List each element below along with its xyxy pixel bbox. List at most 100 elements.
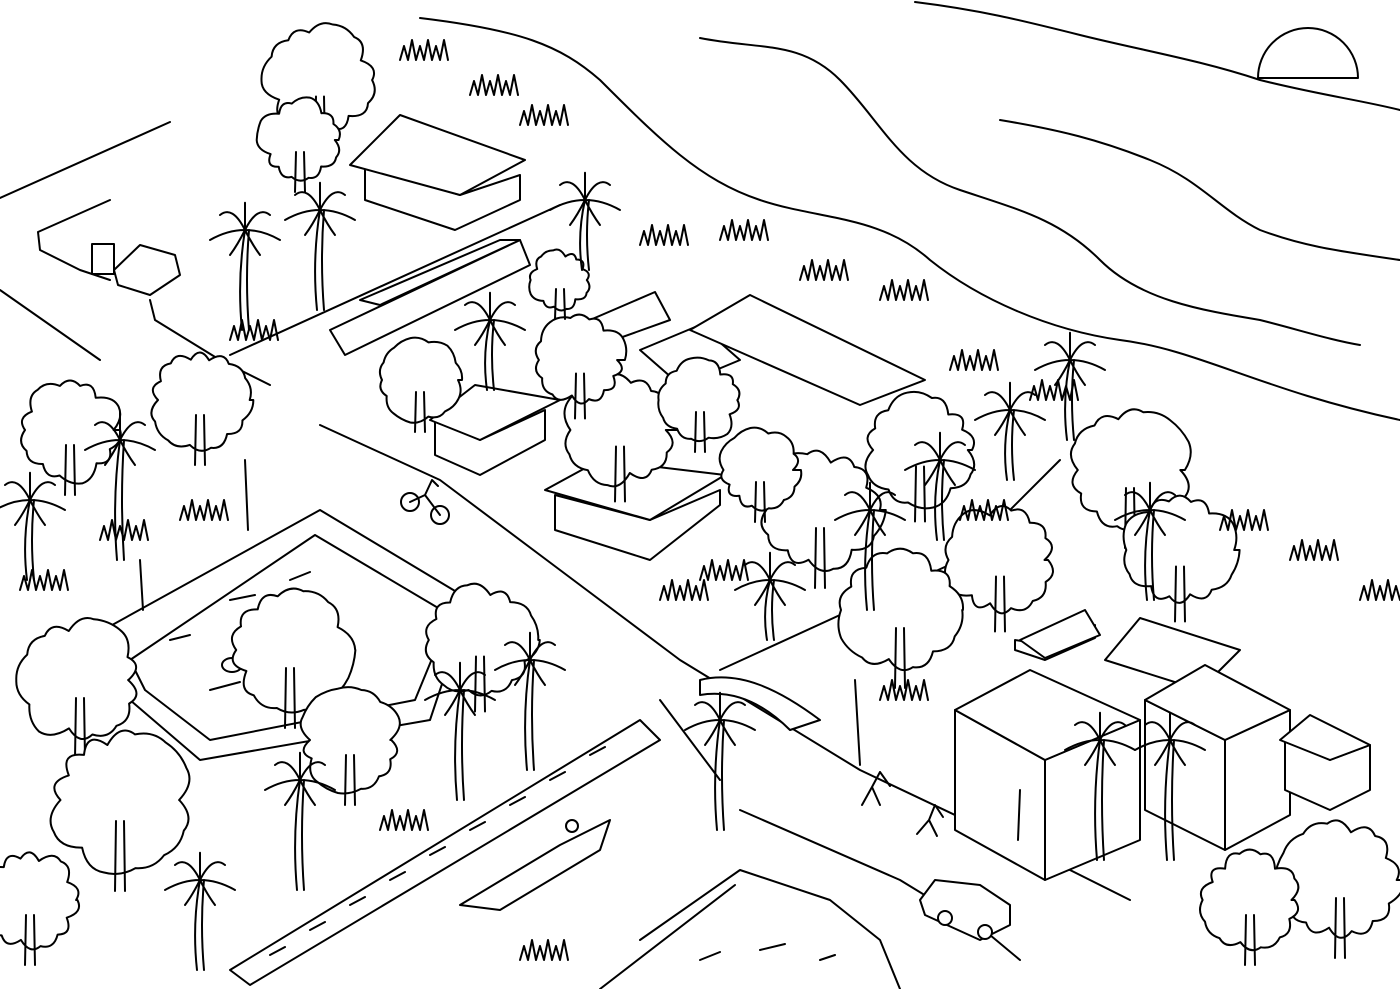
trees [0,22,1400,966]
house-roof [689,294,926,406]
river [419,1,1400,421]
grass-tuft [659,579,709,601]
grass-tuft [699,559,749,581]
grass-tuft [399,39,449,61]
grass-tufts [19,39,1400,961]
tree-trunk [24,914,36,966]
palm-fronds [0,471,66,526]
house-roof [349,114,526,196]
road-edge [639,869,901,989]
grass-tuft [879,279,929,301]
car [919,879,1011,941]
palm-trunk [1144,509,1155,601]
river-wave-line [999,119,1400,261]
tree-canopy [49,729,191,875]
house-roof [1279,714,1371,761]
house [349,114,526,231]
palm-fronds [494,631,566,686]
pedestrian [861,771,891,806]
tree-canopy [837,547,964,672]
grass-tuft [519,939,569,961]
car-wheel [937,910,953,926]
grass-tuft [179,499,229,521]
tree-trunk [754,481,766,523]
tree-canopy [15,617,138,741]
road-edge [229,204,561,356]
pedestrian [916,804,944,837]
tree-trunk [814,527,826,589]
palm-trunk [714,719,725,831]
grass-tuft [99,519,149,541]
stone-wall-stones [269,746,606,956]
tree-canopy [528,248,591,312]
tree-trunk [194,414,206,466]
palm-trunk [1164,739,1175,861]
road-edge [149,299,271,386]
grass-tuft [1219,509,1269,531]
truck-cab [113,244,181,296]
palm-fronds [974,381,1046,436]
palm-fronds [834,481,906,536]
tree-trunk [1334,897,1346,959]
truck-cargo [91,243,115,275]
tree-canopy [718,426,803,512]
palm-trees [0,171,1206,971]
tree-trunk [114,820,126,892]
tree-trunk [614,445,626,503]
palm-trunk [454,689,465,801]
tree-canopy [255,96,341,182]
tree-canopy [943,505,1054,615]
palm-trunk [239,229,250,331]
tree-canopy [1199,848,1300,952]
tree-trunk [1174,565,1186,623]
palm-trunk [524,659,535,771]
palm-fronds [284,181,356,236]
boat-hull [459,819,611,911]
grass-tuft [639,224,689,246]
palm-fronds [454,291,526,346]
palm-fronds [684,691,756,746]
palm-fronds [904,431,976,486]
grass-tuft [879,679,929,701]
palm-trunk [1094,739,1105,861]
tree-trunk [574,372,586,420]
grass-tuft [1359,579,1400,601]
palm-trunk [864,509,875,611]
tree-trunk [294,151,306,193]
bicycle-rider-body [409,479,441,516]
house-roof [1019,609,1101,659]
tree-trunk [344,754,356,806]
grass-tuft [519,104,569,126]
grass-tuft [229,319,279,341]
tree-canopy [20,379,122,485]
house [1279,714,1371,811]
bridge [699,676,821,731]
tree-trunk [914,465,926,523]
bus [329,239,531,356]
car-wheel [977,924,993,940]
tree-canopy [424,582,541,697]
grass-tuft [1029,379,1079,401]
river-bank-line [914,1,1400,111]
tree-trunk [1244,914,1256,966]
palm-fronds [264,751,336,806]
building-roof [1144,664,1291,741]
tree-trunk [694,411,706,453]
tree-canopy [657,356,741,443]
sun-icon [1257,27,1359,79]
road-edge [659,699,721,781]
palm-fronds [1134,711,1206,766]
tree-trunk [414,391,426,433]
grass-tuft [959,499,1009,521]
tree-canopy [563,373,680,488]
boat [459,819,611,911]
tree-canopy [0,851,81,951]
tree-trunk [284,667,296,729]
palm-trunk [294,779,305,891]
grass-tuft [719,219,769,241]
grass-tuft [379,809,429,831]
river-wave-line [699,37,1361,346]
tree-trunk [894,627,906,689]
tree-trunk [64,444,76,496]
